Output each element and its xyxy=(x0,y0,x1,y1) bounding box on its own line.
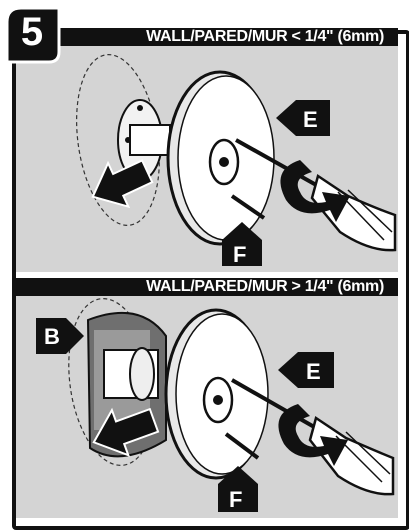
step-number: 5 xyxy=(20,10,44,54)
top-panel-header: WALL/PARED/MUR < 1/4" (6mm) xyxy=(16,28,398,46)
screw-top xyxy=(230,194,266,220)
rotation-arrow-bottom xyxy=(278,404,348,466)
label-f-bottom: F xyxy=(218,466,258,512)
label-f-bottom-text: F xyxy=(229,487,242,512)
label-e-bottom: E xyxy=(278,352,334,388)
screw-bottom xyxy=(224,432,260,460)
screwdriver-bottom xyxy=(231,378,395,496)
trim-plate-e xyxy=(166,70,275,246)
label-e-bottom-text: E xyxy=(306,359,321,384)
label-e-top: E xyxy=(276,100,330,136)
label-b: B xyxy=(36,318,84,354)
label-f-top-text: F xyxy=(233,242,246,267)
top-panel-header-text: WALL/PARED/MUR < 1/4" (6mm) xyxy=(146,28,384,45)
label-b-text: B xyxy=(44,324,60,349)
label-f-top: F xyxy=(222,222,262,267)
trim-plate-e-bottom xyxy=(164,308,269,480)
push-arrow-top xyxy=(91,159,154,209)
step-badge xyxy=(5,6,61,64)
bottom-panel-header: WALL/PARED/MUR > 1/4" (6mm) xyxy=(16,278,398,296)
valve-body xyxy=(117,99,171,181)
bottom-panel-header-text: WALL/PARED/MUR > 1/4" (6mm) xyxy=(146,278,384,295)
push-arrow-bottom xyxy=(92,407,160,457)
rotation-arrow-top xyxy=(280,160,350,222)
label-e-top-text: E xyxy=(303,107,318,132)
